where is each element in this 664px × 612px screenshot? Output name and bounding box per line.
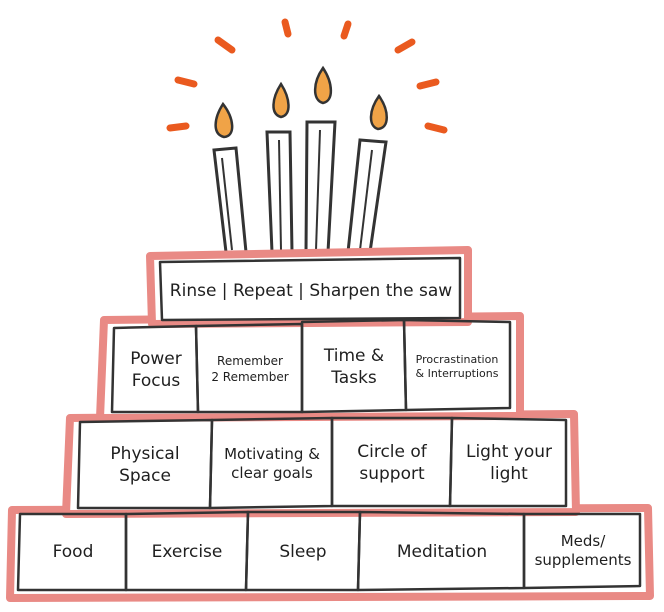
label-remember: Remember 2 Remember: [211, 354, 289, 384]
label-procrastination: Procrastination & Interruptions: [415, 352, 499, 380]
label-light-your-light: Light your light: [465, 441, 553, 484]
flames: [214, 65, 388, 139]
label-rinse-repeat: Rinse | Repeat | Sharpen the saw: [169, 280, 453, 301]
label-motivating: Motivating & clear goals: [224, 444, 320, 483]
cake-body: [6, 246, 654, 602]
block-top: [158, 256, 462, 322]
label-physical-space: Physical Space: [110, 443, 180, 486]
label-meds-supplements: Meds/ supplements: [534, 531, 632, 570]
label-exercise: Exercise: [151, 541, 223, 562]
flame-2: [272, 81, 290, 119]
label-time-tasks: Time & Tasks: [323, 345, 385, 388]
label-circle-of-support: Circle of support: [357, 441, 427, 484]
flame-1: [214, 101, 234, 139]
block-procrastination: [402, 318, 512, 412]
flame-3: [313, 65, 333, 105]
candles: [212, 120, 388, 254]
block-light: [448, 416, 568, 508]
block-meds: [522, 512, 642, 590]
flame-4: [369, 93, 388, 131]
label-meditation: Meditation: [396, 541, 488, 562]
label-sleep: Sleep: [279, 541, 327, 562]
spark-rays: [166, 18, 448, 134]
label-food: Food: [52, 541, 94, 562]
label-power-focus: Power Focus: [130, 348, 182, 391]
